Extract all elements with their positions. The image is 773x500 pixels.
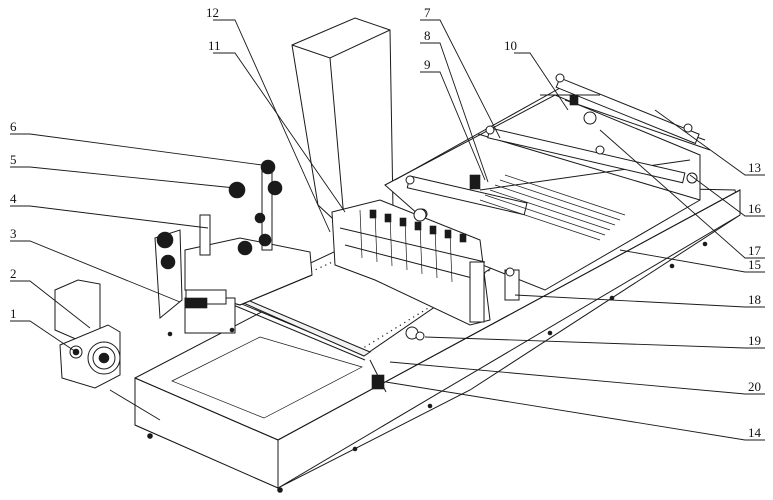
leader-lines (10, 19, 765, 441)
label-2: 2 (10, 266, 17, 281)
label-14: 14 (748, 425, 762, 440)
label-11: 11 (208, 38, 221, 53)
label-10: 10 (504, 38, 517, 53)
part-labels: 1 2 3 4 5 6 7 8 9 10 11 12 13 14 15 16 1… (10, 5, 762, 440)
unwind-stand (154, 159, 313, 337)
label-5: 5 (10, 152, 17, 167)
cutting-gantry (331, 199, 520, 326)
tall-cabinet (291, 17, 394, 231)
blower-unit (54, 279, 121, 389)
label-9: 9 (424, 57, 431, 72)
label-6: 6 (10, 119, 17, 134)
label-4: 4 (10, 191, 17, 206)
label-12: 12 (206, 5, 219, 20)
label-8: 8 (424, 28, 431, 43)
label-18: 18 (748, 292, 761, 307)
label-20: 20 (748, 379, 761, 394)
label-1: 1 (10, 306, 17, 321)
control-box (369, 359, 387, 393)
drive-pulley (405, 326, 425, 341)
label-13: 13 (748, 160, 761, 175)
label-19: 19 (748, 333, 761, 348)
label-15: 15 (748, 257, 761, 272)
label-7: 7 (424, 5, 431, 20)
label-16: 16 (748, 201, 762, 216)
label-17: 17 (748, 243, 762, 258)
label-3: 3 (10, 226, 17, 241)
